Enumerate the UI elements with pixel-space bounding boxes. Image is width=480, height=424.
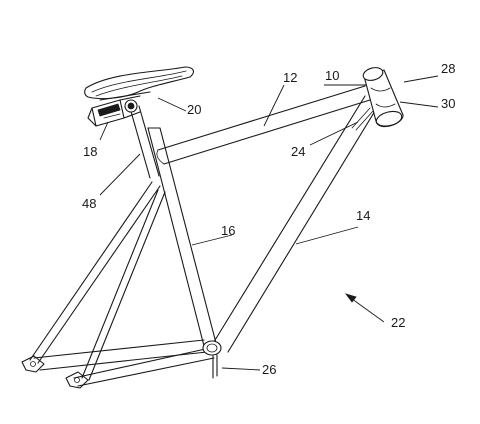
ref-numeral-16: 16 (221, 223, 235, 238)
ref-numeral-48: 48 (82, 196, 96, 211)
ref-numeral-24: 24 (291, 144, 305, 159)
seat-stays (29, 181, 166, 381)
seat-post (129, 105, 161, 179)
seat-tube (147, 127, 217, 347)
chain-stays (33, 339, 215, 387)
saddle-clamp (87, 99, 125, 127)
ref-numeral-14: 14 (356, 208, 370, 223)
head-tube (351, 67, 404, 131)
ref-numeral-28: 28 (441, 61, 455, 76)
frame-reference-arrow (344, 293, 385, 323)
ref-numeral-20: 20 (187, 102, 201, 117)
top-tube (156, 85, 371, 165)
seat-post-head (119, 95, 141, 119)
ref-numeral-10: 10 (325, 68, 339, 83)
ref-numeral-18: 18 (83, 144, 97, 159)
down-tube (211, 95, 379, 353)
saddle (84, 66, 194, 101)
ref-numeral-22: 22 (391, 315, 405, 330)
ref-numeral-12: 12 (283, 70, 297, 85)
rear-dropouts (21, 355, 89, 389)
ref-numeral-30: 30 (441, 96, 455, 111)
bottom-bracket (202, 340, 222, 379)
leader-lines (99, 75, 439, 371)
ref-numeral-26: 26 (262, 362, 276, 377)
